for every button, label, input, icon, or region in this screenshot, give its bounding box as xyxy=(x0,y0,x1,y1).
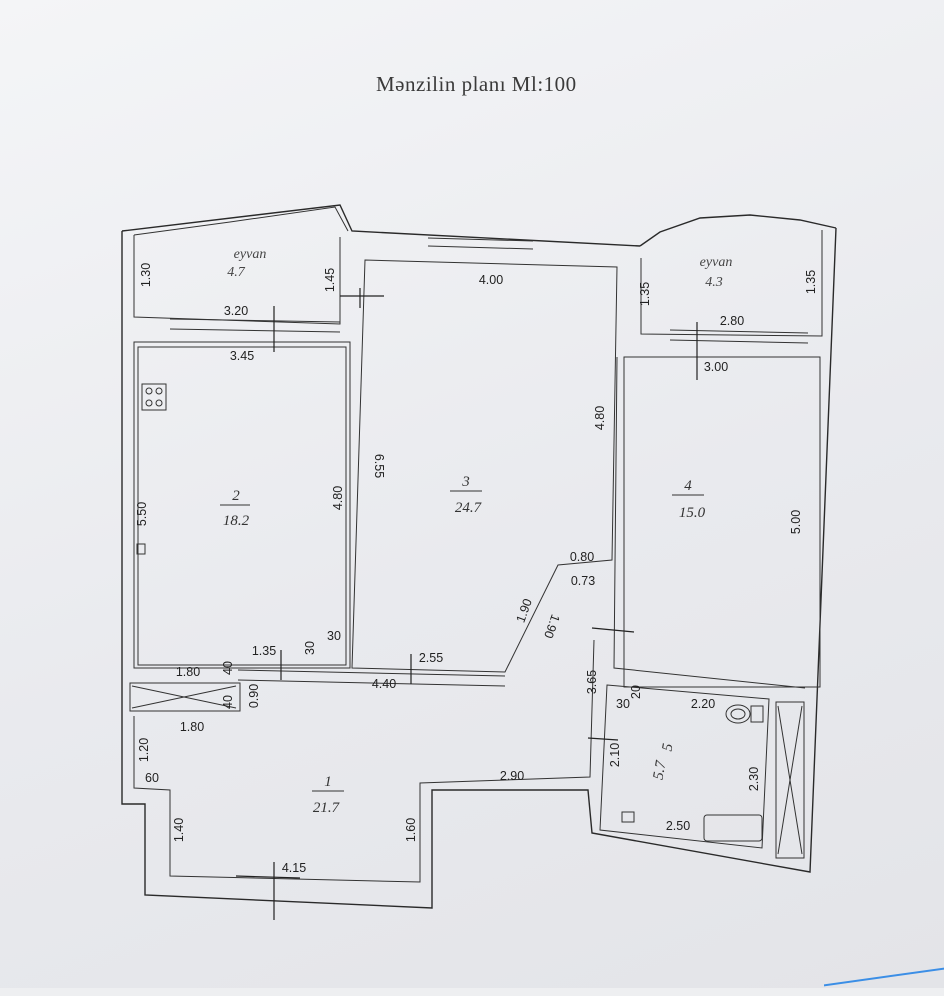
dim-label: 2.20 xyxy=(691,697,715,711)
dim-label: 2.55 xyxy=(419,651,443,665)
room-1-area: 21.7 xyxy=(313,800,341,816)
dim-label: 6.55 xyxy=(372,454,386,478)
dim-label: 4.15 xyxy=(282,861,306,875)
dim-label: 30 xyxy=(616,697,630,711)
stove-icon xyxy=(142,384,166,410)
dim-label: 5.00 xyxy=(789,510,803,534)
dimension-labels: 1.30 3.20 1.45 4.00 1.35 1.35 2.80 3.45 … xyxy=(135,263,818,875)
dim-label: 2.80 xyxy=(720,314,744,328)
dim-label: 4.80 xyxy=(593,406,607,430)
dim-label: 1.80 xyxy=(176,665,200,679)
door-marks xyxy=(236,288,697,920)
toilet-icon xyxy=(726,705,763,723)
bathtub-icon xyxy=(704,815,762,841)
room-4-id: 4 xyxy=(684,478,692,494)
dim-label: 3.65 xyxy=(585,670,599,694)
balcony-right-area: 4.3 xyxy=(705,275,723,290)
dim-label: 1.35 xyxy=(638,282,652,306)
dim-label: 30 xyxy=(327,629,341,643)
room-4-area: 15.0 xyxy=(679,505,706,521)
dim-label: 4.80 xyxy=(331,486,345,510)
room-5-id: 5 xyxy=(660,742,677,753)
dim-label: 1.60 xyxy=(404,818,418,842)
dim-label: 2.50 xyxy=(666,819,690,833)
dim-label: 1.35 xyxy=(252,644,276,658)
room-1-outline xyxy=(134,640,594,882)
room-3-outline xyxy=(352,260,617,672)
room-1-id: 1 xyxy=(324,774,332,790)
dim-label: 5.50 xyxy=(135,502,149,526)
room-2-id: 2 xyxy=(232,488,240,504)
dim-label: 20 xyxy=(629,685,643,699)
room-2-area: 18.2 xyxy=(223,513,250,529)
balcony-right-label: eyvan xyxy=(700,255,733,270)
dim-label: 4.40 xyxy=(372,677,396,691)
dim-label: 40 xyxy=(221,695,235,709)
dim-label: 3.00 xyxy=(704,360,728,374)
balcony-left-area: 4.7 xyxy=(227,265,246,280)
dim-label: 3.45 xyxy=(230,349,254,363)
dim-label: 1.80 xyxy=(180,720,204,734)
dim-label: 40 xyxy=(221,661,235,675)
dim-label: 1.45 xyxy=(323,268,337,292)
dim-label: 1.30 xyxy=(139,263,153,287)
dim-label: 2.90 xyxy=(500,769,524,783)
dim-label: 4.00 xyxy=(479,273,503,287)
dim-label: 0.73 xyxy=(571,574,595,588)
room-3-area: 24.7 xyxy=(455,500,483,516)
dim-label: 60 xyxy=(145,771,159,785)
dim-label: 30 xyxy=(303,641,317,655)
room-3-id: 3 xyxy=(461,474,470,490)
dim-label: 1.35 xyxy=(804,270,818,294)
dim-label: 1.20 xyxy=(137,738,151,762)
room-5-area: 5.7 xyxy=(651,758,670,781)
balcony-left-label: eyvan xyxy=(234,247,267,262)
dim-label: 1.90 xyxy=(541,613,562,641)
dim-label: 2.30 xyxy=(747,767,761,791)
room-2-inner xyxy=(138,347,346,665)
dim-label: 3.20 xyxy=(224,304,248,318)
dim-label: 1.90 xyxy=(514,597,535,625)
dim-label: 0.80 xyxy=(570,550,594,564)
dim-label: 0.90 xyxy=(247,684,261,708)
dim-label: 2.10 xyxy=(608,743,622,767)
dim-label: 1.40 xyxy=(172,818,186,842)
sink-icon xyxy=(622,812,634,822)
